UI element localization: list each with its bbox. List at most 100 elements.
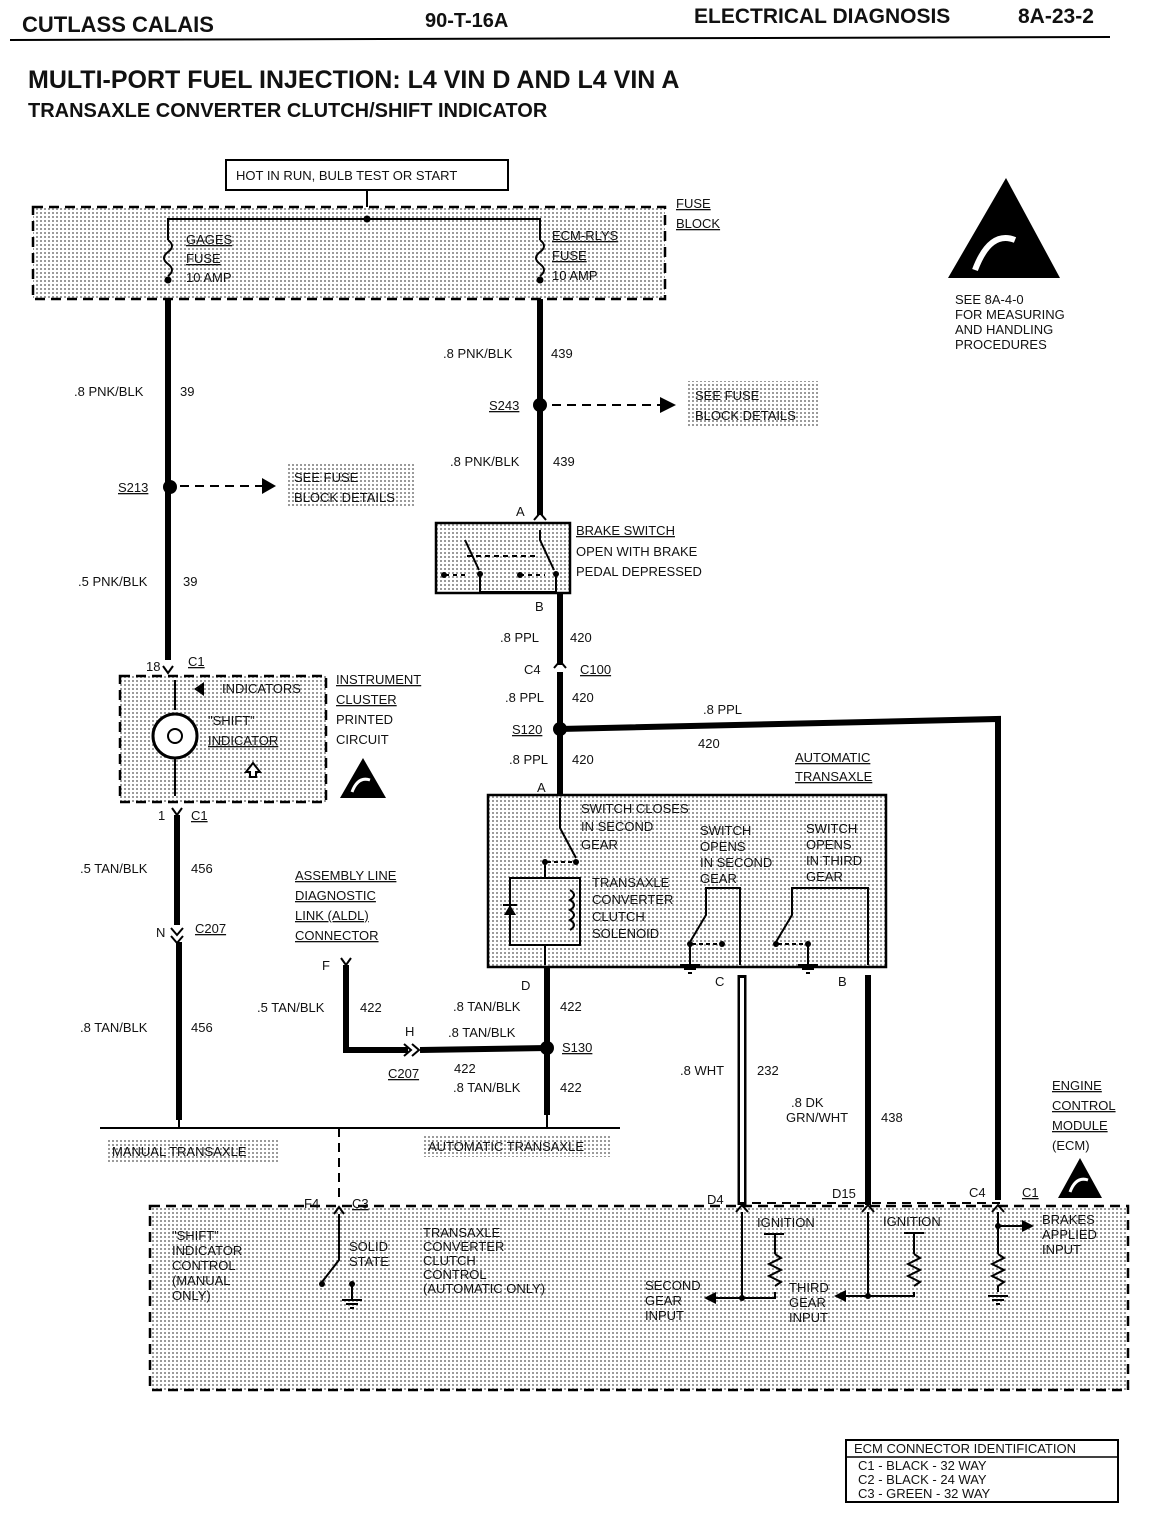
switch-opens3-1: SWITCH (806, 821, 857, 836)
automatic-transaxle: AUTOMATIC TRANSAXLE A SWITCH CLOSES IN S… (486, 750, 888, 993)
switch-closes-1: SWITCH CLOSES (581, 801, 689, 816)
up-arrow-icon (243, 761, 263, 778)
ecm-wire-color: .8 PPL (703, 702, 742, 717)
gages-fuse-icon (163, 239, 173, 277)
ecm-fuse-icon (535, 239, 545, 277)
c207-pin-n: N (156, 925, 165, 940)
ecm-fuse-name: ECM-RLYS (552, 228, 619, 243)
fuse-block-outline (31, 205, 667, 301)
wire-422-number: 422 (560, 999, 582, 1014)
solenoid-label-1: TRANSAXLE (592, 875, 670, 890)
second-gear-2: GEAR (645, 1293, 682, 1308)
second-gear-switch-icon (559, 798, 577, 859)
automatic-transaxle-label: AUTOMATIC TRANSAXLE (428, 1139, 584, 1154)
ecm-wire-number: 420 (698, 736, 720, 751)
header-rule (9, 36, 1111, 41)
wire-420-number: 420 (570, 630, 592, 645)
ecm-input-wires: .8 WHT 232 .8 DK GRN/WHT 438 (680, 975, 903, 1205)
solenoid-label-2: CONVERTER (592, 892, 673, 907)
solid-state-1: SOLID (349, 1239, 388, 1254)
esd-note-1: SEE 8A-4-0 (955, 292, 1024, 307)
shift-indicator-bulb-icon (151, 712, 199, 760)
esd-note-4: PROCEDURES (955, 337, 1047, 352)
legend-row-c2: C2 - BLACK - 24 WAY (858, 1472, 987, 1487)
page-number: 8A-23-2 (1018, 5, 1094, 28)
trans-pin-c: C (715, 974, 724, 989)
aldl-circuit: .8 TAN/BLK 422 ASSEMBLY LINE DIAGNOSTIC … (257, 868, 592, 1115)
wire-39b-color: .5 PNK/BLK (78, 574, 148, 589)
wire-39-color: .8 PNK/BLK (74, 384, 144, 399)
fuse-block: HOT IN RUN, BULB TEST OR START GAGES FUS… (31, 159, 720, 301)
center-circuit: .8 PNK/BLK 439 S243 SEE FUSE BLOCK DETAI… (434, 299, 1001, 1200)
ecm-esd-icon (1058, 1158, 1102, 1198)
ground-icon (798, 964, 818, 974)
gages-fuse-name: GAGES (186, 232, 233, 247)
ecm-fuse-rating: 10 AMP (552, 268, 598, 283)
hot-in-run-box (225, 159, 509, 191)
brake-pin-b: B (535, 599, 544, 614)
brake-switch-title: BRAKE SWITCH (576, 523, 675, 538)
tcc-control-2: CONVERTER (423, 1239, 504, 1254)
trans-pin-a: A (537, 780, 546, 795)
hot-in-run-label: HOT IN RUN, BULB TEST OR START (236, 168, 457, 183)
tcc-control-1: TRANSAXLE (423, 1225, 501, 1240)
pin-c4: C4 (969, 1185, 986, 1200)
shift-control-4: (MANUAL (172, 1273, 231, 1288)
wire-420-to-ecm (559, 715, 1001, 1200)
pullup-resistor-icon (905, 1253, 923, 1287)
solenoid-label-3: CLUTCH (592, 909, 645, 924)
switch-opens2-2: OPENS (700, 839, 746, 854)
shift-control-5: ONLY) (172, 1288, 211, 1303)
cluster-conn-top: C1 (188, 654, 205, 669)
solid-state-switch-icon (321, 1214, 340, 1283)
cluster-conn-bottom: C1 (191, 808, 208, 823)
grn-wire-number: 438 (881, 1110, 903, 1125)
brakes-applied-1: BRAKES (1042, 1212, 1095, 1227)
wire-420c-color: .8 PPL (509, 752, 548, 767)
h-pin: H (405, 1024, 414, 1039)
wire-422b-color: .8 TAN/BLK (453, 1080, 521, 1095)
pullup-resistor-icon (766, 1253, 784, 1287)
wire-456-color: .5 TAN/BLK (80, 861, 148, 876)
grn-wire-color-1: .8 DK (791, 1095, 824, 1110)
esd-warning-icon (948, 178, 1060, 278)
legend-box (845, 1439, 1119, 1503)
fuse-block-label-2: BLOCK (676, 216, 720, 231)
auto-transaxle-label-1: AUTOMATIC (795, 750, 870, 765)
ecm-label-2: CONTROL (1052, 1098, 1116, 1113)
h-wire-number: 422 (454, 1061, 476, 1076)
switch-opens2-3: IN SECOND (700, 855, 772, 870)
s213-label: S213 (118, 480, 148, 495)
wht-wire-color: .8 WHT (680, 1063, 724, 1078)
ground-icon (342, 1299, 362, 1309)
gages-fuse-rating: 10 AMP (186, 270, 232, 285)
third-gear-3: INPUT (789, 1310, 828, 1325)
s213-ref-2: BLOCK DETAILS (294, 490, 395, 505)
page-title: MULTI-PORT FUEL INJECTION: L4 VIN D AND … (28, 66, 679, 94)
brake-switch-box (434, 521, 572, 595)
aldl-pin-f: F (322, 958, 330, 973)
aldl-wire-number: 422 (360, 1000, 382, 1015)
ecm-label-4: (ECM) (1052, 1138, 1090, 1153)
s130-label: S130 (562, 1040, 592, 1055)
wire-439-number: 439 (551, 346, 573, 361)
brake-pin-a: A (516, 504, 525, 519)
wire-456-number: 456 (191, 861, 213, 876)
wire-456b-number: 456 (191, 1020, 213, 1035)
aldl-wire-color: .5 TAN/BLK (257, 1000, 325, 1015)
document-code: 90-T-16A (425, 10, 508, 32)
third-gear-2: GEAR (789, 1295, 826, 1310)
shift-control-3: CONTROL (172, 1258, 236, 1273)
cluster-label-4: CIRCUIT (336, 732, 389, 747)
shift-indicator-label-2: INDICATOR (208, 733, 278, 748)
vehicle-name: CUTLASS CALAIS (22, 12, 214, 37)
wht-wire-number: 232 (757, 1063, 779, 1078)
conn-c1: C1 (1022, 1185, 1039, 1200)
page-subtitle: TRANSAXLE CONVERTER CLUTCH/SHIFT INDICAT… (28, 100, 548, 122)
switch-opens3-2: OPENS (806, 837, 852, 852)
manual-transaxle-label: MANUAL TRANSAXLE (112, 1144, 247, 1159)
tcc-control-3: CLUTCH (423, 1253, 476, 1268)
solenoid-label-4: SOLENOID (592, 926, 659, 941)
ecm-fuse-label: FUSE (552, 248, 587, 263)
